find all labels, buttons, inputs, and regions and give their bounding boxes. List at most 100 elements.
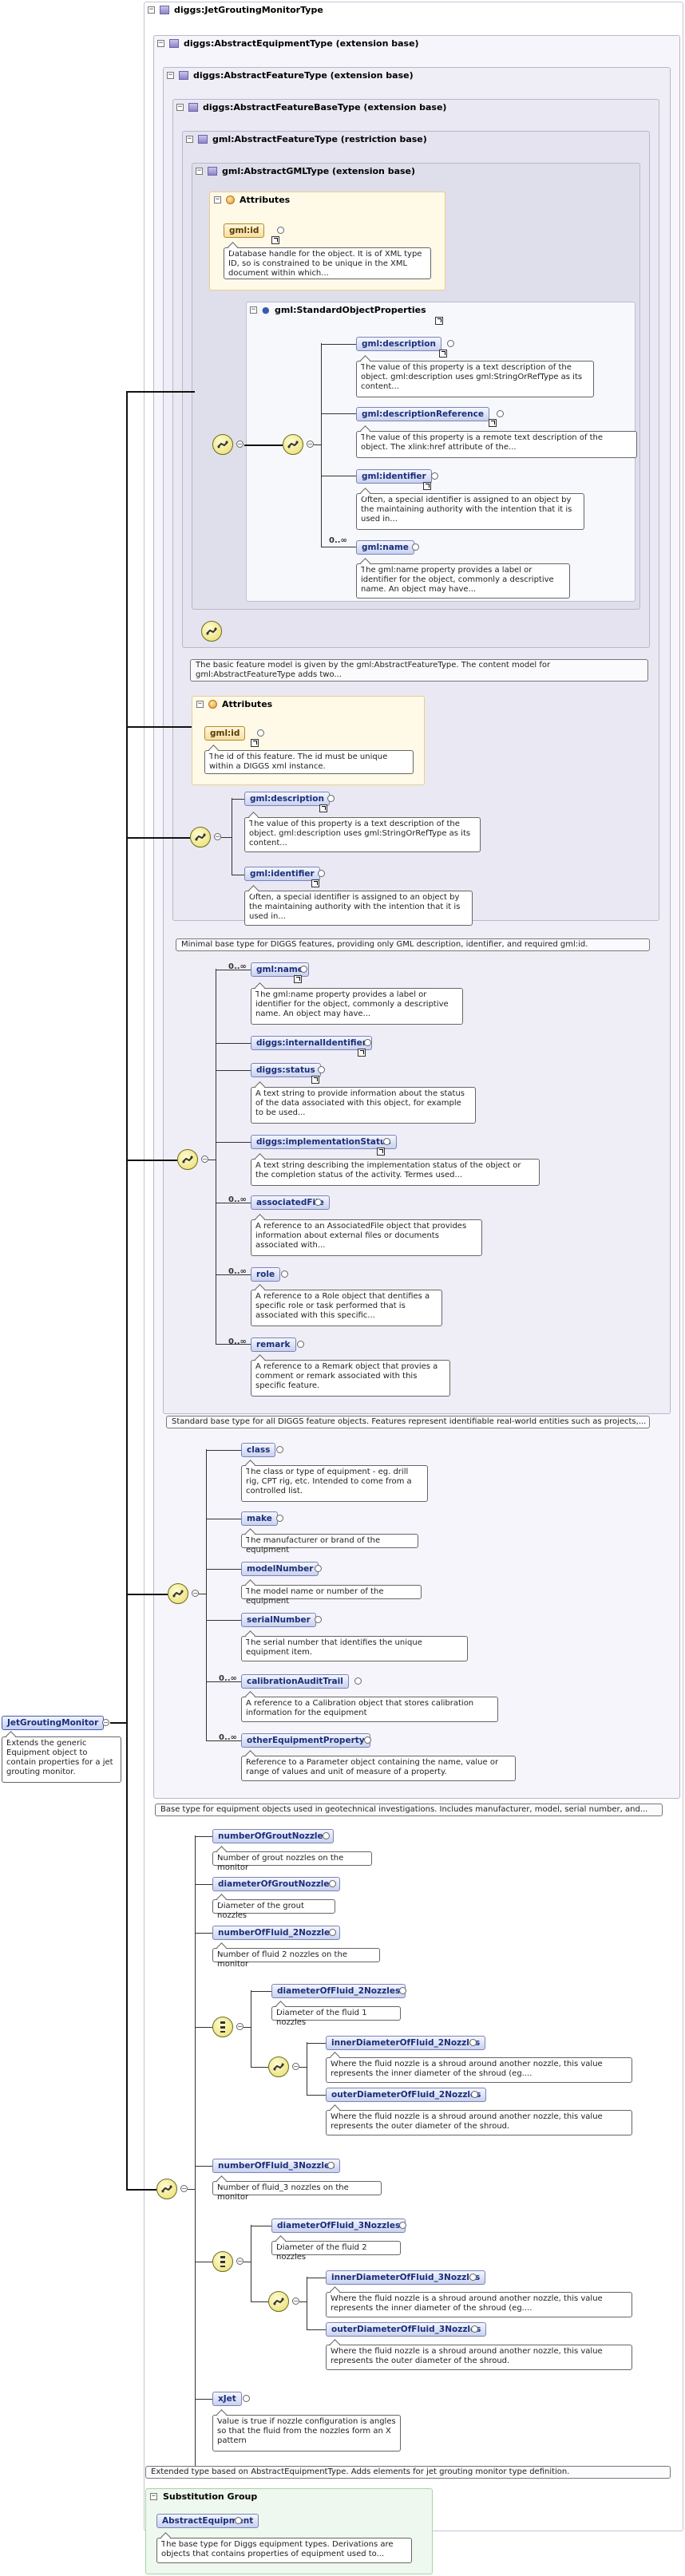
multiplicity-label: 0..∞ (219, 1733, 237, 1742)
make-element[interactable]: make (241, 1511, 278, 1526)
expand-icon[interactable]: − (307, 441, 314, 448)
class-element[interactable]: class (241, 1443, 276, 1457)
jump-icon[interactable] (439, 350, 447, 358)
diggs-status-desc: A text string to provide information abo… (251, 1087, 476, 1124)
collapse-toggle[interactable]: − (157, 39, 164, 47)
diggs-implementation-status-element[interactable]: diggs:implementationStatus (251, 1135, 397, 1149)
serial-number-element[interactable]: serialNumber (241, 1613, 316, 1627)
sequence-compositor-icon (156, 2179, 177, 2199)
info-icon (471, 2325, 478, 2333)
jet-grouting-monitor-root-element[interactable]: JetGroutingMonitor (2, 1716, 105, 1730)
jump-icon[interactable] (311, 879, 319, 887)
jump-icon[interactable] (294, 975, 302, 983)
jump-icon[interactable] (377, 1148, 385, 1156)
jump-icon[interactable] (423, 482, 431, 490)
gml-name-element[interactable]: gml:name (251, 962, 309, 977)
inner-diameter-of-fluid-3-nozzles-element[interactable]: innerDiameterOfFluid_3Nozzles (326, 2270, 486, 2285)
diggs-status-element[interactable]: diggs:status (251, 1063, 321, 1077)
diameter-of-grout-nozzles-element[interactable]: diameterOfGroutNozzles (212, 1877, 340, 1891)
number-of-fluid-2-nozzles-element[interactable]: numberOfFluid_2Nozzles (212, 1926, 341, 1940)
sequence-compositor-icon (177, 1149, 198, 1170)
jump-icon[interactable] (358, 1049, 366, 1057)
expand-icon[interactable]: − (180, 2185, 188, 2192)
abstract-equipment-desc: The base type for Diggs equipment types.… (156, 2538, 412, 2563)
gml-id-description: The id of this feature. The id must be u… (204, 750, 414, 774)
gml-description-reference-element[interactable]: gml:descriptionReference (356, 407, 489, 421)
role-element[interactable]: role (251, 1267, 281, 1282)
info-icon (329, 1880, 336, 1887)
collapse-toggle[interactable]: − (186, 135, 193, 143)
attributes-label: Attributes (222, 699, 273, 709)
calibration-audit-trail-element[interactable]: calibrationAuditTrail (241, 1674, 349, 1689)
outer-diameter-of-fluid-3-nozzles-element[interactable]: outerDiameterOfFluid_3Nozzles (326, 2322, 487, 2337)
standard-object-properties-label: gml:StandardObjectProperties (275, 305, 426, 315)
collapse-toggle[interactable]: − (214, 196, 221, 203)
root-description: Extends the generic Equipment object to … (2, 1736, 121, 1783)
collapse-toggle[interactable]: − (196, 700, 204, 708)
collapse-toggle[interactable]: − (148, 6, 155, 14)
connector-line (188, 2189, 196, 2190)
info-icon (235, 2517, 242, 2524)
connector-line (126, 2189, 156, 2191)
gml-id-attribute[interactable]: gml:id (204, 726, 246, 741)
other-equipment-property-element[interactable]: otherEquipmentProperty (241, 1733, 370, 1748)
jump-icon[interactable] (319, 804, 327, 812)
gml-name-desc: The gml:name property provides a label o… (356, 563, 570, 599)
make-desc: The manufacturer or brand of the equipme… (241, 1534, 418, 1555)
collapse-toggle[interactable]: − (250, 306, 257, 314)
gml-name-element[interactable]: gml:name (356, 540, 414, 555)
attributes-icon (208, 700, 217, 709)
multiplicity-label: 0..∞ (228, 1195, 247, 1204)
info-icon (399, 2222, 406, 2229)
gml-name-desc: The gml:name property provides a label o… (251, 988, 463, 1025)
expand-icon[interactable]: − (214, 833, 221, 840)
collapse-toggle[interactable]: − (196, 167, 203, 175)
number-of-fluid-3-nozzles-desc: Number of fluid_3 nozzles on the monitor (212, 2181, 382, 2202)
connector-line (195, 1884, 212, 1885)
jump-icon[interactable] (251, 739, 259, 747)
jump-icon[interactable] (489, 419, 497, 427)
expand-icon[interactable]: − (236, 2258, 244, 2265)
number-of-fluid-3-nozzles-element[interactable]: numberOfFluid_3Nozzles (212, 2159, 341, 2173)
collapse-toggle[interactable]: − (150, 2492, 157, 2500)
gml-description-element[interactable]: gml:description (244, 792, 330, 806)
jump-icon[interactable] (271, 236, 279, 244)
gml-id-attribute[interactable]: gml:id (224, 223, 265, 238)
connector-line (126, 391, 195, 393)
remark-element[interactable]: remark (251, 1337, 296, 1352)
inner-diameter-of-fluid-2-nozzles-element[interactable]: innerDiameterOfFluid_2Nozzles (326, 2036, 486, 2050)
model-number-element[interactable]: modelNumber (241, 1562, 319, 1576)
info-icon (469, 2039, 477, 2046)
info-icon (315, 1565, 322, 1572)
expand-icon[interactable]: − (201, 1156, 208, 1163)
gml-description-element[interactable]: gml:description (356, 337, 441, 351)
gml-identifier-element[interactable]: gml:identifier (244, 867, 320, 881)
sequence-compositor-icon (283, 434, 303, 455)
diameter-of-fluid-2-nozzles-element[interactable]: diameterOfFluid_2Nozzles (271, 1984, 406, 1998)
connector-line (195, 1933, 212, 1934)
expand-icon[interactable]: − (236, 2023, 244, 2030)
info-icon (281, 1270, 288, 1278)
sequence-compositor-icon (201, 621, 222, 642)
diameter-of-fluid-3-nozzles-element[interactable]: diameterOfFluid_3Nozzles (271, 2218, 406, 2233)
abstract-equipment-element[interactable]: AbstractEquipment (156, 2514, 259, 2528)
connector-line (299, 2067, 307, 2068)
expand-icon[interactable]: − (292, 2063, 299, 2070)
xjet-element[interactable]: xJet (212, 2392, 242, 2406)
associated-file-element[interactable]: associatedFile (251, 1195, 330, 1210)
jump-icon[interactable] (311, 1076, 319, 1084)
number-of-grout-nozzles-element[interactable]: numberOfGroutNozzles (212, 1829, 334, 1843)
collapse-toggle[interactable]: − (167, 71, 174, 79)
info-icon (300, 966, 307, 973)
expand-icon[interactable]: − (102, 1719, 109, 1726)
expand-icon[interactable]: − (236, 441, 244, 448)
jump-icon[interactable] (435, 317, 443, 325)
expand-icon[interactable]: − (192, 1590, 199, 1597)
diggs-internal-identifier-element[interactable]: diggs:internalIdentifier (251, 1036, 372, 1050)
expand-icon[interactable]: − (292, 2297, 299, 2305)
outer-diameter-of-fluid-2-nozzles-element[interactable]: outerDiameterOfFluid_2Nozzles (326, 2088, 487, 2102)
gml-identifier-element[interactable]: gml:identifier (356, 469, 432, 484)
info-icon (297, 1341, 304, 1348)
collapse-toggle[interactable]: − (176, 103, 184, 111)
info-icon (327, 795, 335, 802)
